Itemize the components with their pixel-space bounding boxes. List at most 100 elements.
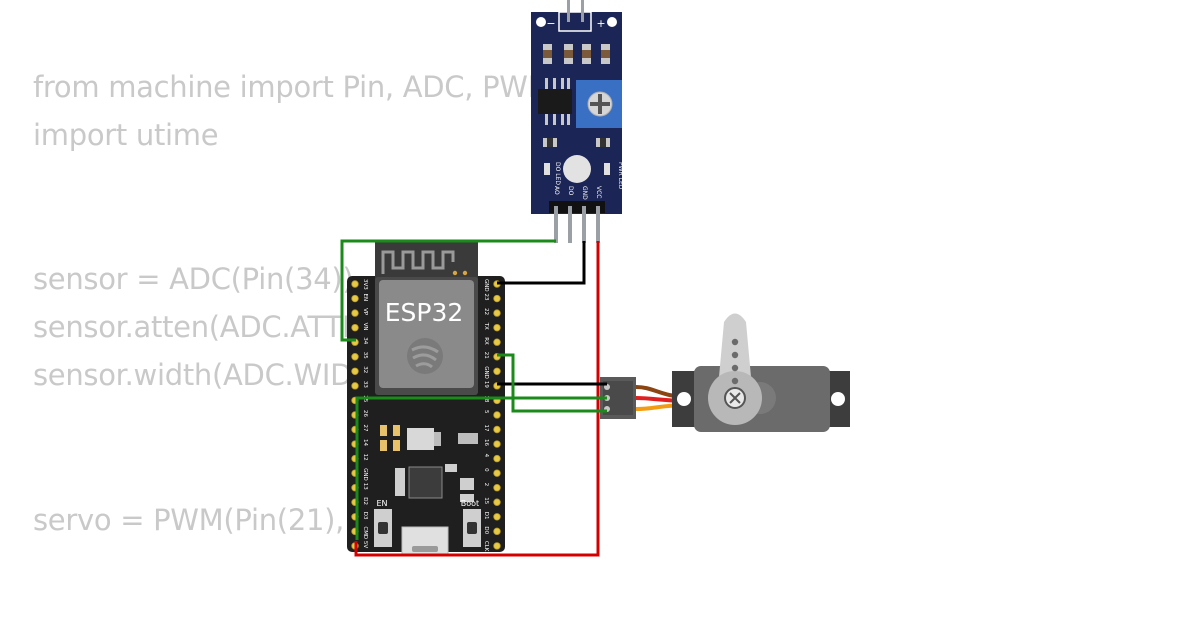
module-pin-label-do: DO (567, 186, 574, 196)
antenna-trace (381, 250, 455, 274)
comparator-chip (538, 78, 572, 125)
module-pin-label-vcc: VCC (595, 186, 602, 198)
esp32-pin-label: TX (483, 322, 489, 330)
esp32-pin-label: 4 (483, 454, 489, 458)
wire-sensor-ao[interactable] (340, 239, 556, 342)
esp32-pin-right-16[interactable] (493, 440, 501, 448)
esp32-pin-label: VN (362, 323, 368, 331)
module-minus-label: − (546, 17, 555, 30)
esp32-pin-label: 2 (483, 483, 489, 487)
esp32-pin-label: 33 (362, 381, 368, 388)
esp32-pin-right-15[interactable] (493, 498, 501, 506)
esp32-pin-left-32[interactable] (351, 367, 359, 375)
do-led (544, 163, 550, 175)
esp32-pin-label: 5V (362, 541, 368, 548)
module-pin-labels: AO DO GND VCC (553, 186, 602, 200)
wire-servo-signal[interactable] (497, 353, 607, 413)
esp32-pin-label: VP (362, 308, 368, 316)
esp32-pin-label: 19 (483, 381, 489, 388)
code-line-2: import utime (33, 118, 219, 152)
usb-uart-chip (408, 466, 443, 499)
esp32-pin-right-rx[interactable] (493, 338, 501, 346)
esp32-pin-label: GND (483, 366, 489, 379)
do-led-label: DO LED (554, 162, 561, 185)
esp32-pin-label: 32 (362, 366, 368, 373)
esp32-pin-label: 34 (362, 337, 368, 344)
module-pin-label-gnd: GND (581, 186, 588, 200)
esp32-pin-right-d0[interactable] (493, 527, 501, 536)
esp32-pin-label: 15 (483, 497, 489, 504)
resistor-row (543, 44, 610, 64)
wire-sensor-gnd[interactable] (497, 241, 586, 285)
esp32-pin-label: GND (483, 279, 489, 292)
pwr-led (604, 163, 610, 175)
module-header-pins[interactable] (554, 206, 600, 243)
module-pin-label-ao: AO (553, 186, 560, 195)
esp32-board[interactable]: ESP32 EN Boot (347, 242, 505, 557)
esp32-pin-label: 23 (483, 294, 489, 301)
potentiometer-cross-icon (590, 94, 610, 114)
esp32-pin-right-d1[interactable] (493, 513, 501, 521)
en-button[interactable] (374, 509, 392, 547)
module-header (549, 201, 605, 213)
esp32-pin-label: D2 (362, 497, 368, 505)
esp32-pin-label: EN (362, 294, 368, 302)
servo-screw-icon (724, 387, 746, 409)
esp32-pin-label: 12 (362, 454, 368, 461)
esp32-chip-label: ESP32 (385, 298, 464, 327)
esp32-pin-label: 13 (362, 483, 368, 490)
esp32-pin-label: D0 (483, 526, 489, 534)
esp32-pin-left-en[interactable] (351, 294, 359, 303)
esp32-pin-right-22[interactable] (493, 309, 501, 317)
esp32-pin-left-vp[interactable] (351, 309, 359, 317)
pwr-led-label: PWR LED (617, 162, 624, 190)
esp32-pin-right-2[interactable] (493, 484, 501, 492)
esp32-pin-label: 0 (483, 468, 489, 472)
esp32-antenna (375, 242, 478, 282)
voltage-regulator (407, 428, 434, 450)
esp32-pin-label: CMD (362, 526, 368, 539)
esp32-pin-label: 35 (362, 352, 368, 359)
esp32-pin-right-23[interactable] (493, 294, 501, 303)
esp32-pin-right-tx[interactable] (493, 323, 501, 332)
esp32-pin-label: 14 (362, 439, 368, 446)
esp32-pin-right-clk[interactable] (493, 542, 501, 550)
mounting-hole (607, 17, 617, 27)
potentiometer[interactable] (576, 80, 622, 128)
esp32-pin-right-gnd[interactable] (493, 367, 501, 375)
esp32-pin-label: D1 (483, 512, 489, 520)
esp32-pin-right-4[interactable] (493, 454, 501, 463)
esp32-pin-right-17[interactable] (493, 425, 501, 434)
esp32-pin-label: 16 (483, 439, 489, 446)
esp32-pin-right-5[interactable] (493, 411, 501, 419)
mounting-hole (536, 17, 546, 27)
light-sensor (563, 155, 591, 183)
servo-motor[interactable] (600, 313, 850, 433)
wire-servo-power[interactable] (355, 396, 607, 540)
code-line-3: sensor = ADC(Pin(34)) (33, 262, 354, 296)
esp32-pin-label: 26 (362, 410, 368, 417)
esp32-pin-left-vn[interactable] (351, 323, 359, 332)
esp32-pin-label: RX (483, 337, 489, 345)
probe-connector (558, 11, 592, 32)
esp32-pin-label: D3 (362, 512, 368, 520)
esp32-module-shield (379, 280, 474, 388)
boot-button[interactable] (463, 509, 481, 547)
esp32-pin-left-33[interactable] (351, 382, 359, 390)
esp32-pin-label: CLK (483, 541, 489, 552)
esp32-pin-label: 3V3 (362, 279, 368, 290)
esp32-pin-label: 22 (483, 308, 489, 315)
usb-port[interactable] (401, 526, 449, 557)
boot-button-label: Boot (461, 499, 479, 508)
esp32-pin-label: 21 (483, 352, 489, 359)
esp32-pin-label: 5 (483, 410, 489, 414)
espressif-logo-icon (407, 338, 443, 374)
esp32-pin-label: 17 (483, 425, 489, 432)
module-plus-label: + (596, 17, 605, 30)
esp32-pin-left-35[interactable] (351, 353, 359, 361)
esp32-pin-right-0[interactable] (493, 469, 501, 477)
esp32-pin-left-3v3[interactable] (351, 280, 359, 288)
sensor-module[interactable]: − + (531, 0, 624, 243)
